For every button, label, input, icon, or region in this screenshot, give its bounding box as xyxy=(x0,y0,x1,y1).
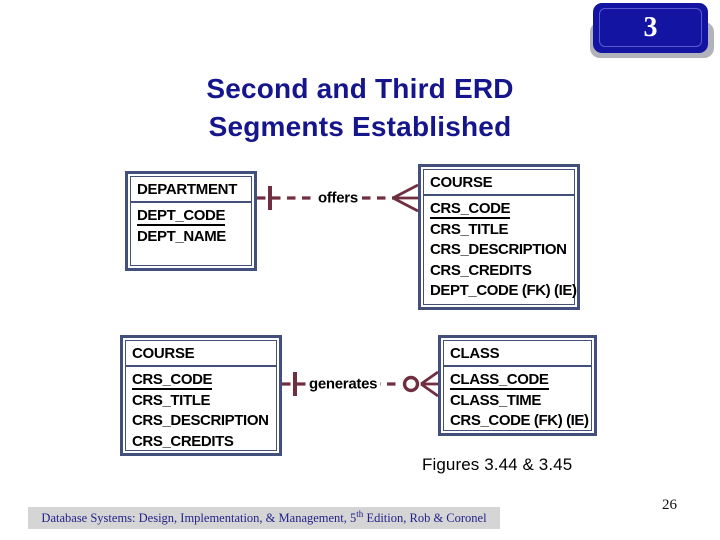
attribute-row: CRS_CODE (FK) (IE) xyxy=(450,412,589,429)
attribute-row: DEPT_CODE xyxy=(137,207,226,226)
relationship-label: generates xyxy=(306,375,381,393)
entity-course: COURSE CRS_CODE CRS_TITLE CRS_DESCRIPTIO… xyxy=(418,164,580,310)
attribute-row: CLASS_TIME xyxy=(450,391,542,409)
entity-name: DEPARTMENT xyxy=(131,177,251,203)
slide-number-plaque: 3 xyxy=(593,3,708,53)
title-line-2: Segments Established xyxy=(208,111,512,142)
entity-name: CLASS xyxy=(444,341,591,367)
attribute-list: CLASS_CODE CLASS_TIME CRS_CODE (FK) (IE) xyxy=(444,367,591,434)
attribute-row: CRS_CODE xyxy=(430,200,511,219)
many-crow-foot-icon xyxy=(392,183,419,213)
attribute-row: CLASS_CODE xyxy=(450,371,549,390)
relationship-offers: offers xyxy=(257,179,419,217)
attribute-row: CRS_DESCRIPTION xyxy=(132,412,269,429)
many-crow-foot-icon xyxy=(420,370,439,398)
footer-bar: Database Systems: Design, Implementation… xyxy=(28,507,500,529)
relationship-generates: generates xyxy=(282,365,439,403)
attribute-row: DEPT_CODE (FK) (IE) xyxy=(430,282,577,299)
attribute-row: CRS_CREDITS xyxy=(430,261,532,279)
entity-department: DEPARTMENT DEPT_CODE DEPT_NAME xyxy=(125,171,257,271)
attribute-row: CRS_CODE xyxy=(132,371,213,390)
optional-circle-icon xyxy=(402,375,420,393)
attribute-list: CRS_CODE CRS_TITLE CRS_DESCRIPTION CRS_C… xyxy=(424,196,577,304)
entity-class: CLASS CLASS_CODE CLASS_TIME CRS_CODE (FK… xyxy=(438,335,597,436)
attribute-row: CRS_TITLE xyxy=(430,220,509,238)
title-line-1: Second and Third ERD xyxy=(206,73,514,104)
page-title: Second and Third ERD Segments Establishe… xyxy=(0,70,720,146)
figure-caption: Figures 3.44 & 3.45 xyxy=(422,455,573,474)
entity-name: COURSE xyxy=(424,170,574,196)
page-number: 26 xyxy=(662,497,677,513)
plaque-inner-outline xyxy=(599,8,702,47)
attribute-list: DEPT_CODE DEPT_NAME xyxy=(131,203,251,249)
entity-course-2: COURSE CRS_CODE CRS_TITLE CRS_DESCRIPTIO… xyxy=(120,335,282,456)
attribute-row: CRS_DESCRIPTION xyxy=(430,241,567,258)
attribute-list: CRS_CODE CRS_TITLE CRS_DESCRIPTION CRS_C… xyxy=(126,367,276,454)
footer-citation: Database Systems: Design, Implementation… xyxy=(41,508,487,525)
relationship-line xyxy=(282,370,439,398)
relationship-label: offers xyxy=(315,189,361,207)
slide-number: 3 xyxy=(643,12,658,43)
attribute-row: DEPT_NAME xyxy=(137,227,226,245)
entity-name: COURSE xyxy=(126,341,276,367)
attribute-row: CRS_CREDITS xyxy=(132,432,234,450)
attribute-row: CRS_TITLE xyxy=(132,391,211,409)
